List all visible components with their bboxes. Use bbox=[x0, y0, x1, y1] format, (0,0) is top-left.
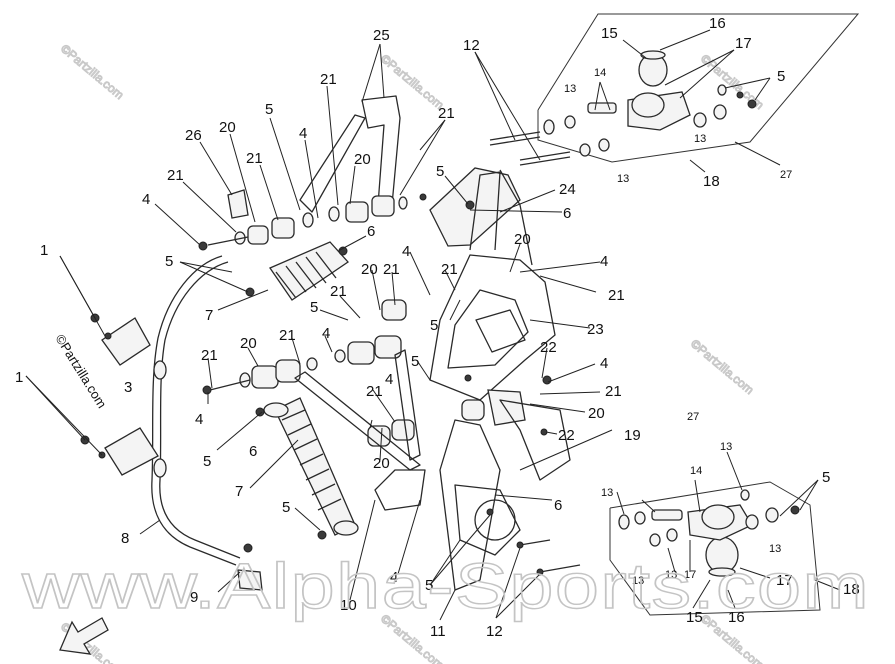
stabilizer-bar bbox=[80, 255, 263, 591]
callout-20: 20 bbox=[361, 261, 378, 278]
lower-bolts bbox=[516, 539, 581, 576]
callout-21: 21 bbox=[320, 71, 337, 88]
callout-20: 20 bbox=[373, 455, 390, 472]
copyright-watermark: ©Partzilla.com bbox=[58, 42, 126, 103]
callout-27: 27 bbox=[780, 169, 792, 181]
callout-20: 20 bbox=[219, 119, 236, 136]
callout-4: 4 bbox=[322, 325, 330, 342]
callout-1: 1 bbox=[15, 369, 23, 386]
callout-26: 26 bbox=[185, 127, 202, 144]
copyright-watermark: ©Partzilla.com bbox=[378, 52, 446, 113]
callout-13: 13 bbox=[632, 575, 644, 587]
callout-6: 6 bbox=[554, 497, 562, 514]
callout-3: 3 bbox=[124, 379, 132, 396]
callout-6: 6 bbox=[249, 443, 257, 460]
callout-4: 4 bbox=[385, 371, 393, 388]
callout-7: 7 bbox=[205, 307, 213, 324]
callout-21: 21 bbox=[605, 383, 622, 400]
callout-14: 14 bbox=[594, 67, 606, 79]
copyright-watermark: ©Partzilla.com bbox=[688, 337, 756, 398]
callout-4: 4 bbox=[600, 355, 608, 372]
lower-hub-assembly bbox=[609, 481, 821, 616]
callout-21: 21 bbox=[366, 383, 383, 400]
callout-25: 25 bbox=[373, 27, 390, 44]
callout-13: 13 bbox=[769, 543, 781, 555]
callout-17: 17 bbox=[735, 35, 752, 52]
callout-4: 4 bbox=[402, 243, 410, 260]
callout-17: 17 bbox=[684, 569, 696, 581]
lower-swing-arm bbox=[202, 299, 571, 591]
callout-22: 22 bbox=[558, 427, 575, 444]
callout-5: 5 bbox=[777, 68, 785, 85]
callout-17: 17 bbox=[776, 572, 793, 589]
callout-12: 12 bbox=[463, 37, 480, 54]
callout-27: 27 bbox=[687, 411, 699, 423]
callout-4: 4 bbox=[142, 191, 150, 208]
callout-12: 12 bbox=[486, 623, 503, 640]
callout-21: 21 bbox=[201, 347, 218, 364]
callout-18: 18 bbox=[703, 173, 720, 190]
callout-7: 7 bbox=[235, 483, 243, 500]
callout-4: 4 bbox=[390, 569, 398, 586]
callout-11: 11 bbox=[430, 623, 446, 640]
callout-20: 20 bbox=[240, 335, 257, 352]
callout-5: 5 bbox=[265, 101, 273, 118]
callout-13: 13 bbox=[564, 83, 576, 95]
leader-lines bbox=[25, 29, 841, 621]
callout-20: 20 bbox=[514, 231, 531, 248]
callout-5: 5 bbox=[165, 253, 173, 270]
callout-labels: 25 12 16 15 17 5 13 14 13 13 18 27 21 5 … bbox=[15, 15, 860, 640]
callout-21: 21 bbox=[441, 261, 458, 278]
callout-5: 5 bbox=[411, 353, 419, 370]
callout-5: 5 bbox=[310, 299, 318, 316]
callout-6: 6 bbox=[367, 223, 375, 240]
callout-4: 4 bbox=[195, 411, 203, 428]
callout-13: 13 bbox=[665, 569, 677, 581]
callout-13: 13 bbox=[720, 441, 732, 453]
callout-14: 14 bbox=[690, 465, 702, 477]
partzilla-copyright-watermark: ©Partzilla.com bbox=[52, 332, 109, 411]
callout-8: 8 bbox=[121, 530, 129, 547]
callout-1: 1 bbox=[40, 242, 48, 259]
callout-18: 18 bbox=[843, 581, 860, 598]
callout-5: 5 bbox=[822, 469, 830, 486]
callout-21: 21 bbox=[279, 327, 296, 344]
callout-5: 5 bbox=[436, 163, 444, 180]
upper-hub-assembly bbox=[537, 13, 860, 163]
callout-21: 21 bbox=[246, 150, 263, 167]
callout-5: 5 bbox=[282, 499, 290, 516]
front-direction-arrow-icon bbox=[59, 617, 109, 655]
callout-16: 16 bbox=[709, 15, 726, 32]
callout-21: 21 bbox=[383, 261, 400, 278]
callout-19: 19 bbox=[624, 427, 641, 444]
callout-5: 5 bbox=[203, 453, 211, 470]
callout-20: 20 bbox=[354, 151, 371, 168]
callout-24: 24 bbox=[559, 181, 576, 198]
callout-21: 21 bbox=[330, 283, 347, 300]
callout-21: 21 bbox=[438, 105, 455, 122]
callout-22: 22 bbox=[540, 339, 557, 356]
callout-10: 10 bbox=[340, 597, 357, 614]
callout-16: 16 bbox=[728, 609, 745, 626]
callout-21: 21 bbox=[167, 167, 184, 184]
callout-23: 23 bbox=[587, 321, 604, 338]
callout-13: 13 bbox=[694, 133, 706, 145]
rear-shock bbox=[255, 397, 359, 540]
callout-13: 13 bbox=[601, 487, 613, 499]
callout-21: 21 bbox=[608, 287, 625, 304]
callout-9: 9 bbox=[190, 589, 198, 606]
upper-swing-arm bbox=[198, 95, 571, 251]
callout-6: 6 bbox=[563, 205, 571, 222]
callout-5: 5 bbox=[425, 577, 433, 594]
callout-20: 20 bbox=[588, 405, 605, 422]
callout-4: 4 bbox=[299, 125, 307, 142]
callout-13: 13 bbox=[617, 173, 629, 185]
callout-4: 4 bbox=[600, 253, 608, 270]
site-watermark: www.Alpha-Sports.com bbox=[21, 550, 870, 622]
front-shock bbox=[245, 241, 349, 301]
callout-5: 5 bbox=[430, 317, 438, 334]
callout-15: 15 bbox=[686, 609, 703, 626]
callout-15: 15 bbox=[601, 25, 618, 42]
